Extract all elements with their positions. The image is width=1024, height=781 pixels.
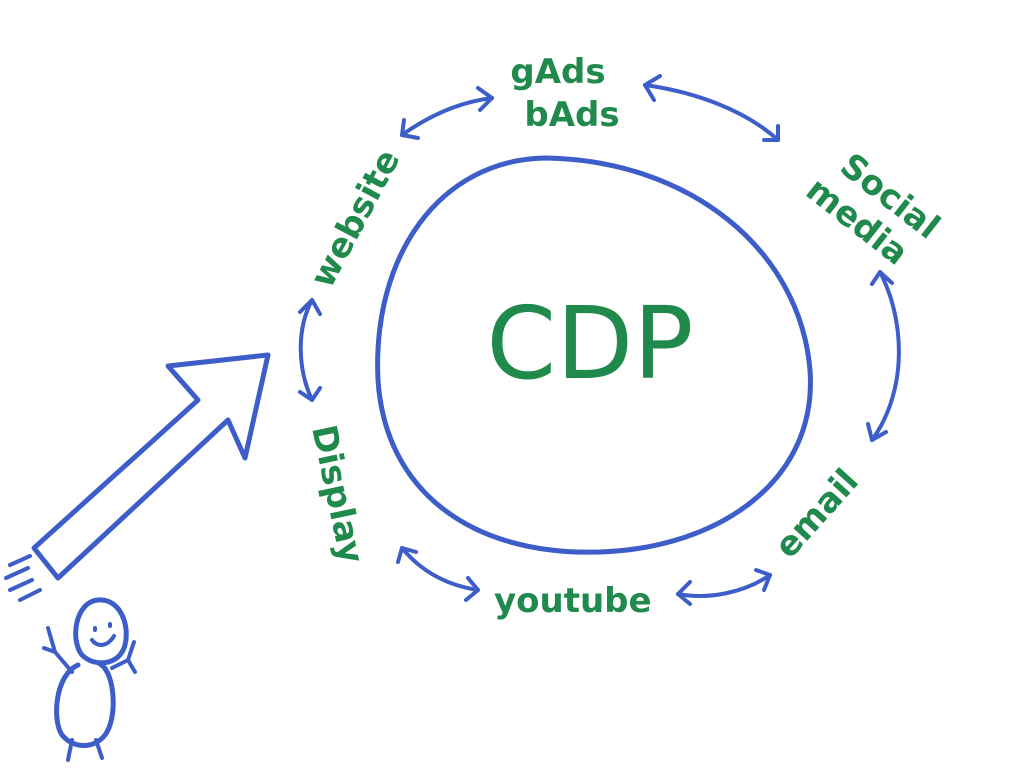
label-social-media: Social media [798, 146, 947, 274]
arrow-display-website [298, 298, 322, 402]
svg-text:Display: Display [303, 422, 371, 567]
stick-figure-icon [42, 597, 137, 762]
arrow-website-gads [400, 86, 494, 140]
cdp-label: CDP [486, 285, 693, 402]
arrow-email-youtube [676, 568, 772, 606]
label-bads: bAds [524, 95, 619, 135]
label-youtube: youtube [494, 581, 652, 621]
label-gads: gAds [510, 52, 605, 92]
cdp-circle [375, 155, 813, 555]
svg-text:email: email [767, 461, 867, 566]
label-email: email [767, 461, 867, 566]
label-display: Display [303, 422, 371, 567]
arrow-social-email [866, 270, 901, 442]
large-arrow-icon [4, 352, 271, 602]
arrow-youtube-display [396, 546, 480, 602]
arrow-gads-social [643, 74, 780, 142]
